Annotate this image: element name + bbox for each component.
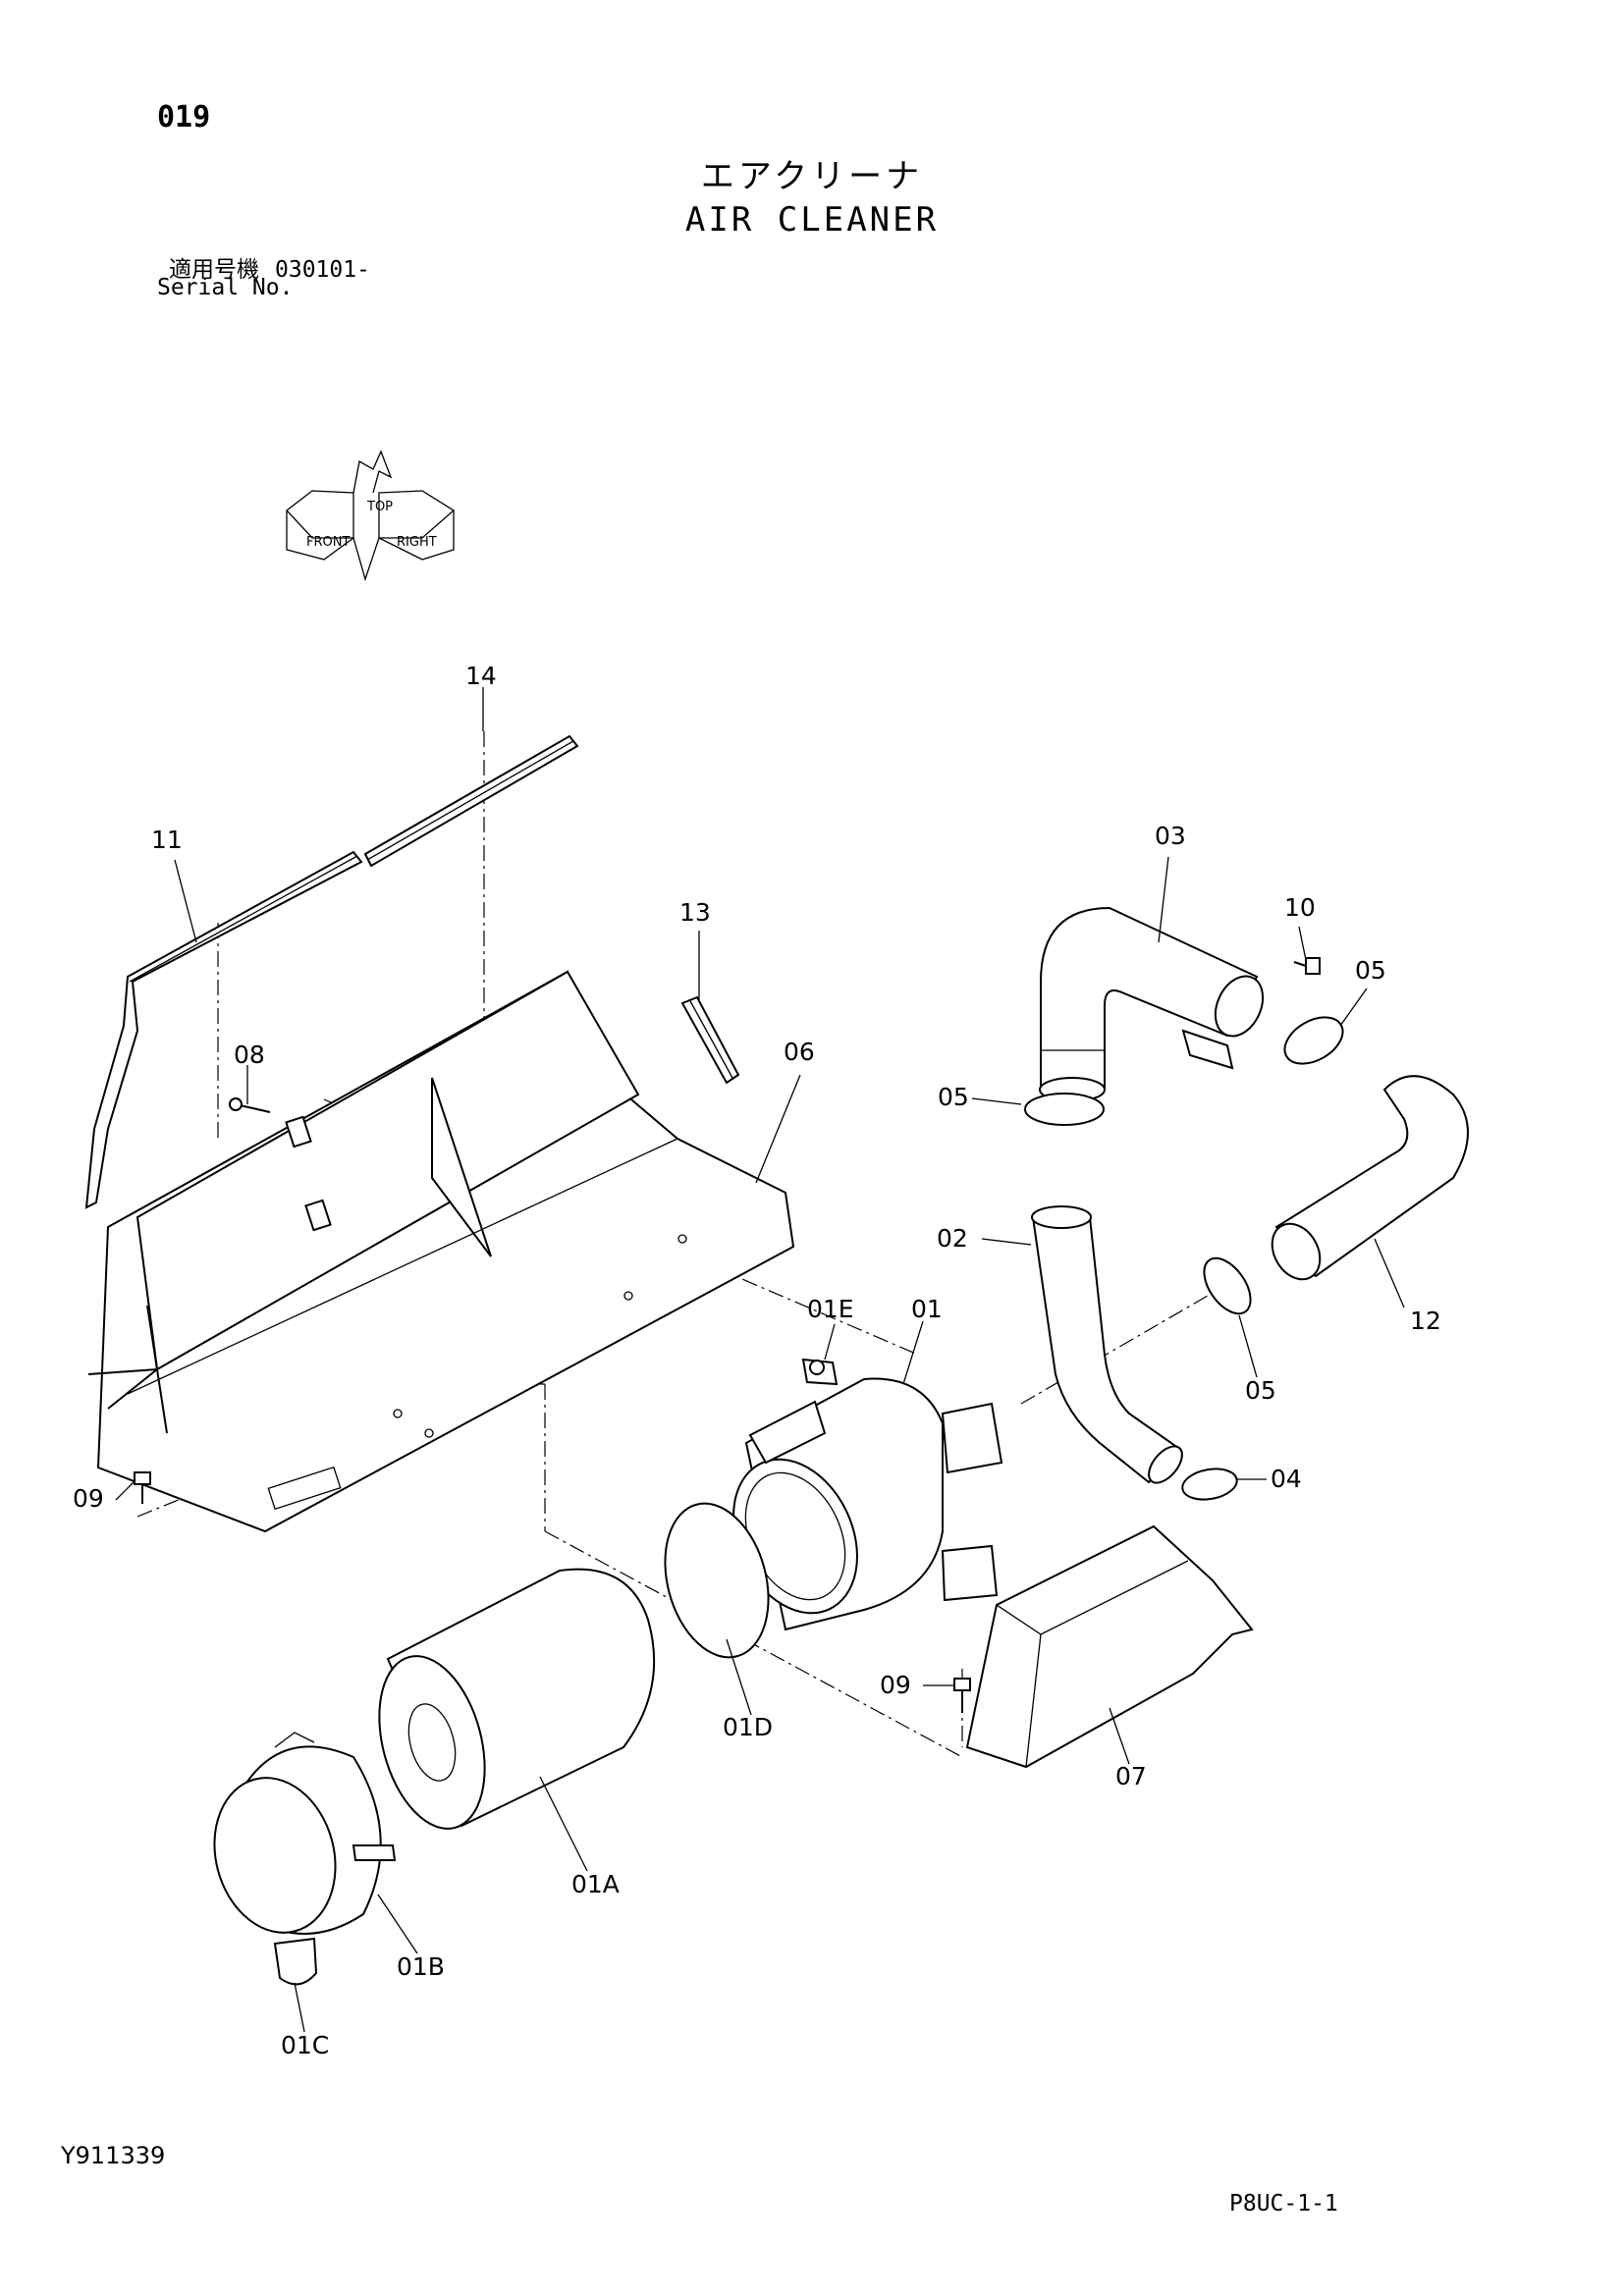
callout-08: 08	[234, 1041, 265, 1069]
callout-10: 10	[1284, 893, 1316, 922]
callout-01: 01	[911, 1295, 943, 1323]
hose-clamps	[1024, 1016, 1344, 1501]
part-14-seal-strip	[363, 734, 579, 868]
part-04-clamp	[1181, 1468, 1238, 1501]
part-03-upper-elbow-hose	[1039, 906, 1265, 1102]
callout-04: 04	[1271, 1465, 1302, 1493]
part-02-lower-elbow-hose	[1031, 1205, 1183, 1484]
callout-07: 07	[1115, 1762, 1147, 1790]
part-01B-cover	[213, 1732, 397, 1935]
orientation-right-label: RIGHT	[397, 535, 437, 550]
callout-11: 11	[151, 826, 183, 854]
part-11-bent-seal-strip	[84, 850, 363, 1209]
document-code: Y911339	[61, 2142, 166, 2169]
bolts	[134, 957, 1321, 1713]
part-01A-filter-element	[378, 1568, 656, 1830]
orientation-top-label: TOP	[366, 500, 393, 514]
serial-label-japanese: 適用号機	[169, 257, 259, 283]
part-12-elbow-hose	[1271, 1075, 1469, 1281]
callout-05-middle: 05	[1245, 1376, 1276, 1405]
orientation-front-label: FRONT	[306, 535, 350, 550]
page-number: 019	[157, 100, 211, 134]
title-japanese: エアクリーナ	[700, 157, 924, 196]
serial-line-japanese: 適用号機 030101-	[169, 250, 370, 284]
callout-03: 03	[1155, 822, 1186, 850]
callout-13: 13	[679, 898, 711, 927]
callout-02: 02	[937, 1224, 968, 1253]
part-01C-evacuator-valve	[273, 1937, 318, 1986]
part-05-clamp-right	[1283, 1016, 1344, 1065]
part-13-seal-piece	[680, 995, 740, 1085]
part-01D-gasket	[664, 1502, 770, 1659]
part-05-clamp-middle	[1203, 1256, 1252, 1315]
callout-01C: 01C	[281, 2031, 329, 2059]
part-01-air-cleaner-body	[732, 1377, 1003, 1631]
callout-labels: 14 11 13 06 08 03 10 05 05 02 12 05 04 0…	[73, 662, 1441, 2059]
callout-01D: 01D	[723, 1713, 773, 1741]
callout-01E: 01E	[807, 1295, 854, 1323]
page-code: P8UC-1-1	[1229, 2191, 1338, 2216]
callout-05-left: 05	[938, 1083, 969, 1111]
serial-value: 030101-	[275, 257, 370, 283]
callout-06: 06	[784, 1038, 815, 1066]
callout-05-upper-right: 05	[1355, 956, 1386, 985]
part-01E-restriction-sensor	[801, 1358, 839, 1386]
callout-09-left: 09	[73, 1484, 104, 1513]
callout-09-right: 09	[880, 1671, 911, 1699]
part-05-clamp-left	[1024, 1093, 1105, 1126]
serial-label-english: Serial No.	[157, 275, 294, 300]
callout-14: 14	[465, 662, 497, 690]
callout-01B: 01B	[397, 1952, 445, 1981]
part-07-support-bracket	[965, 1524, 1254, 1769]
callout-12: 12	[1410, 1307, 1441, 1335]
part-06-bracket-plate	[87, 970, 795, 1533]
callout-01A: 01A	[571, 1870, 620, 1898]
leader-lines	[115, 687, 1405, 2033]
orientation-arrows-icon: FRONT RIGHT TOP	[286, 450, 456, 582]
title-english: AIR CLEANER	[684, 200, 940, 240]
